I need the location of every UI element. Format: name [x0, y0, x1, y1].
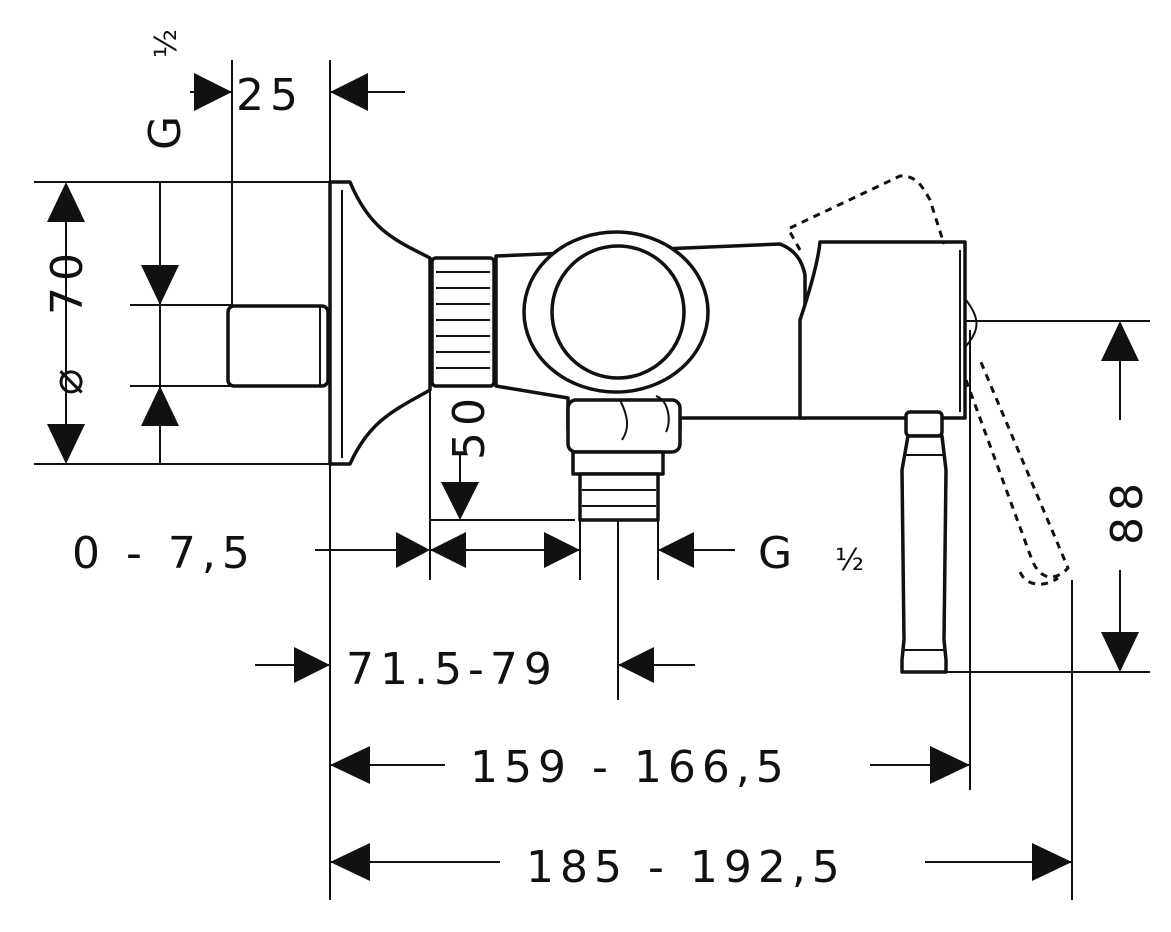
arrow-left — [330, 843, 370, 881]
label-thread-top-fraction: ½ — [149, 29, 184, 58]
faucet-outline — [226, 180, 978, 674]
label-width-25: 25 — [236, 70, 304, 121]
arrow-left — [430, 532, 466, 568]
arrow-left — [330, 73, 368, 111]
label-offset-range: 0 - 7,5 — [72, 528, 256, 579]
lever-collar — [904, 410, 944, 438]
arrow-up — [1101, 321, 1139, 361]
arrow-left — [330, 746, 370, 784]
arrow-right — [396, 532, 430, 568]
threaded-nut — [430, 256, 496, 388]
label-outlet-range: 71.5-79 — [346, 644, 558, 695]
label-diameter-symbol: ⌀ — [42, 363, 93, 396]
arrow-right — [294, 647, 330, 683]
arrow-right — [544, 532, 580, 568]
label-length-159: 159 - 166,5 — [470, 742, 790, 793]
wall-flange — [328, 180, 432, 466]
arrow-right — [194, 73, 232, 111]
label-height-88: 88 — [1102, 477, 1153, 545]
cartridge-cap — [550, 244, 686, 380]
arrow-down — [47, 424, 85, 464]
arrow-up — [47, 182, 85, 222]
lever-housing — [798, 240, 967, 420]
label-thread-bottom: G — [758, 528, 798, 579]
arrow-up — [141, 386, 179, 426]
arrow-down — [1101, 632, 1139, 672]
lever-handle — [900, 434, 948, 674]
dimension-labels: 25 G ½ ⌀ 70 50 0 - 7,5 G ½ 71.5-79 88 15… — [42, 29, 1153, 893]
label-height-50: 50 — [444, 392, 495, 460]
label-thread-bottom-fraction: ½ — [835, 543, 864, 578]
alternate-lever-positions — [788, 174, 1070, 586]
label-diameter-value: 70 — [42, 247, 93, 315]
label-thread-top: G — [140, 110, 191, 150]
outlet-connector — [571, 450, 665, 476]
arrow-left — [658, 532, 694, 568]
arrow-down — [141, 265, 179, 305]
inlet-pipe — [226, 304, 330, 388]
arrow-right — [930, 746, 970, 784]
arrow-left — [618, 647, 654, 683]
arrow-right — [1032, 843, 1072, 881]
label-length-185: 185 - 192,5 — [526, 842, 846, 893]
outlet-thread — [578, 472, 660, 522]
arrow-down — [441, 482, 479, 520]
